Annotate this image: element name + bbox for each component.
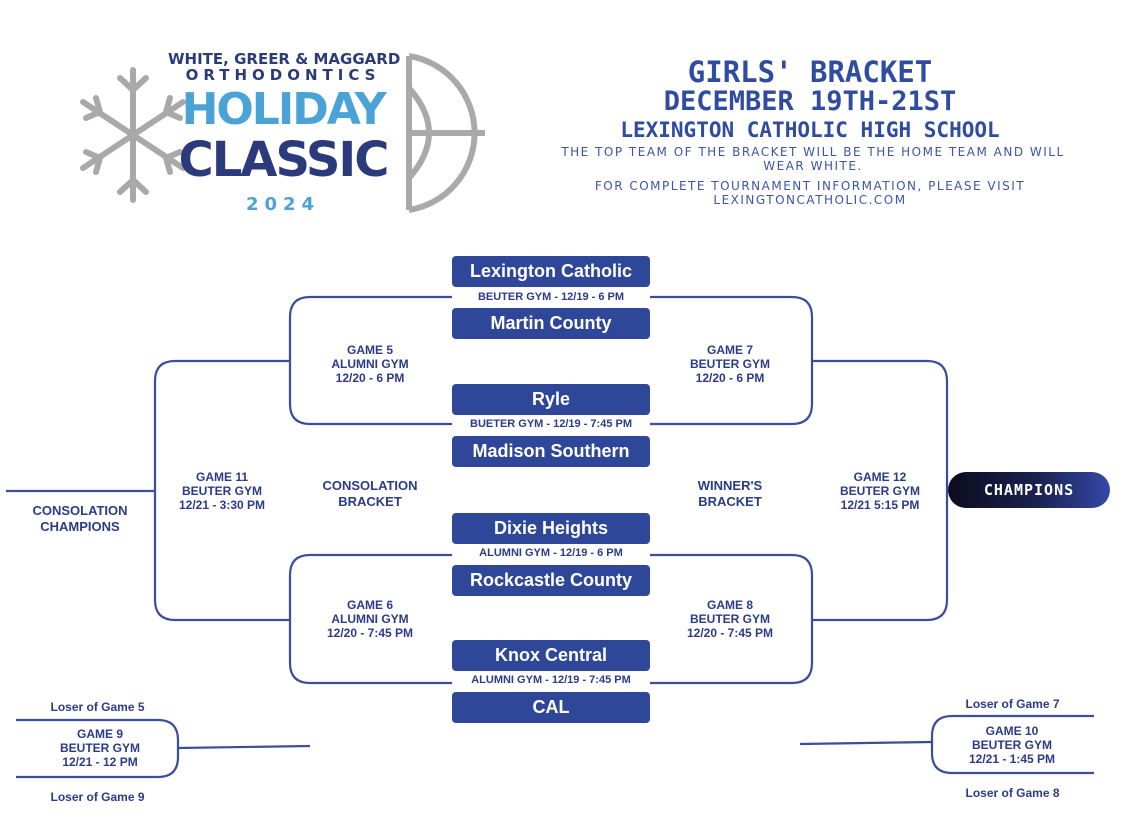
game-3-venue: ALUMNI GYM - 12/19 - 6 PM bbox=[479, 547, 623, 559]
team-slot-4: Madison Southern bbox=[452, 436, 650, 467]
snowflake-icon bbox=[80, 67, 186, 203]
logo-year: 2024 bbox=[245, 194, 321, 215]
team-slot-8: CAL bbox=[452, 692, 650, 723]
loser-game-5-label: Loser of Game 5 bbox=[50, 700, 145, 714]
logo-sponsor-subline: ORTHODONTICS bbox=[185, 66, 381, 84]
champions-badge: CHAMPIONS bbox=[948, 472, 1110, 508]
game-1-venue: BEUTER GYM - 12/19 - 6 PM bbox=[477, 291, 625, 303]
team-slot-2: Martin County bbox=[452, 308, 650, 339]
logo-classic: CLASSIC bbox=[178, 132, 389, 188]
team-slot-3: Ryle bbox=[452, 384, 650, 415]
bracket-title: GIRLS' BRACKET bbox=[687, 55, 933, 89]
logo-holiday: HOLIDAY bbox=[181, 84, 387, 135]
team-slot-7: Knox Central bbox=[452, 640, 650, 671]
loser-game-7-label: Loser of Game 7 bbox=[965, 697, 1060, 711]
team-slot-6: Rockcastle County bbox=[452, 565, 650, 596]
info-note: FOR COMPLETE TOURNAMENT INFORMATION, PLE… bbox=[594, 179, 1026, 207]
game-4-venue: ALUMNI GYM - 12/19 - 7:45 PM bbox=[471, 674, 631, 686]
team-slot-5: Dixie Heights bbox=[452, 513, 650, 544]
loser-game-9-label: Loser of Game 9 bbox=[50, 790, 145, 804]
logo-sponsor-line: WHITE, GREER & MAGGARD bbox=[168, 50, 401, 68]
basketball-icon bbox=[406, 53, 485, 213]
game-2-venue: BUETER GYM - 12/19 - 7:45 PM bbox=[470, 418, 632, 430]
loser-game-8-label: Loser of Game 8 bbox=[965, 786, 1060, 800]
bracket-dates: DECEMBER 19TH-21ST bbox=[663, 86, 957, 117]
team-slot-1: Lexington Catholic bbox=[452, 256, 650, 287]
home-team-note: THE TOP TEAM OF THE BRACKET WILL BE THE … bbox=[561, 145, 1065, 173]
bracket-location: LEXINGTON CATHOLIC HIGH SCHOOL bbox=[620, 118, 1000, 142]
